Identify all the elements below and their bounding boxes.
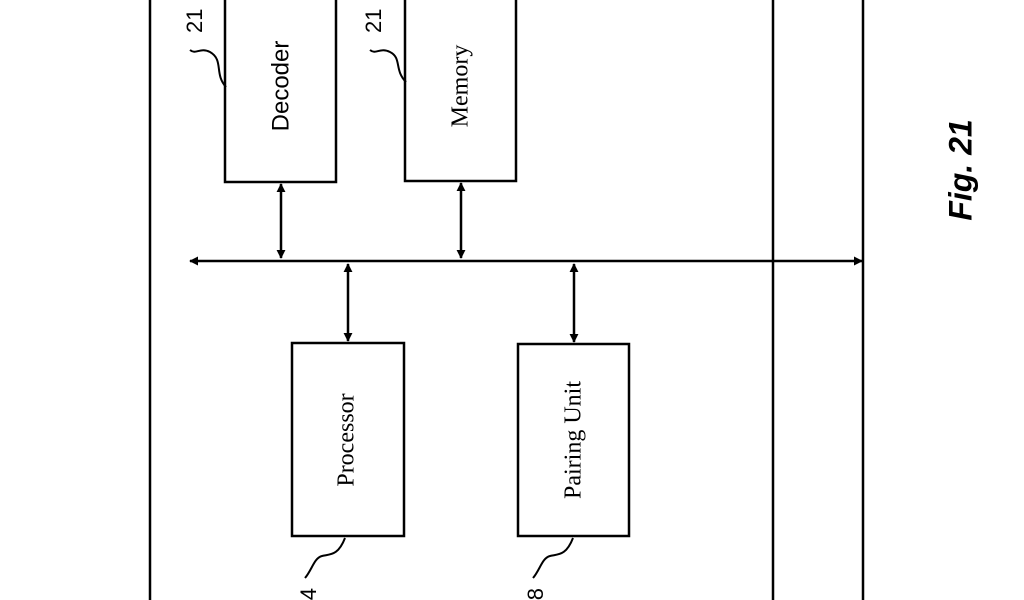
- pairing-unit-ref-number: 8: [523, 588, 548, 600]
- memory-ref-leader: [369, 49, 407, 83]
- processor-ref-number: 4: [296, 588, 321, 600]
- processor-label: Processor: [334, 393, 360, 486]
- memory-label: Memory: [448, 45, 474, 128]
- memory-ref-number: 21: [361, 9, 386, 33]
- decoder-block: [223, 0, 338, 184]
- decoder-ref-number: 21: [182, 9, 207, 33]
- pairing-unit-ref-leader: [532, 537, 574, 579]
- memory-block: [403, 0, 518, 183]
- decoder-label: Decoder: [267, 41, 294, 132]
- pairing-unit-label: Pairing Unit: [561, 381, 587, 499]
- processor-ref-leader: [304, 537, 346, 579]
- processor-block: [290, 341, 406, 538]
- figure-label: Fig. 21: [942, 119, 978, 220]
- decoder-ref-leader: [189, 49, 227, 88]
- pairing-unit-block: [516, 342, 631, 538]
